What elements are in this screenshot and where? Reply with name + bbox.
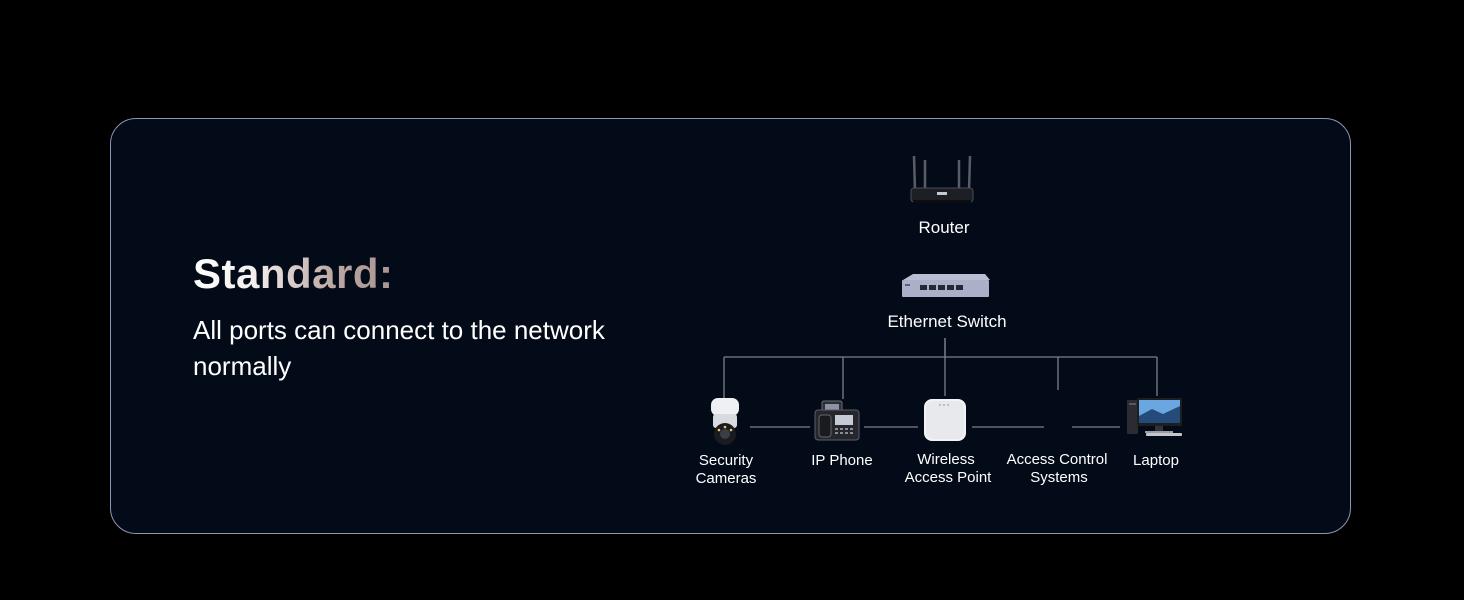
connector-lines bbox=[723, 338, 1158, 428]
wireless-access-point-icon bbox=[924, 399, 966, 441]
page-title: Standard: bbox=[193, 250, 394, 297]
device-label-ap-line2: Access Point bbox=[905, 469, 993, 486]
device-label-access-line1: Access Control bbox=[1007, 451, 1108, 468]
ethernet-switch-icon bbox=[902, 274, 990, 297]
device-label-phone-line1: IP Phone bbox=[811, 452, 872, 469]
device-label-camera-line2: Cameras bbox=[696, 470, 757, 487]
switch-label: Ethernet Switch bbox=[887, 312, 1006, 331]
device-label-camera-line1: Security bbox=[699, 452, 754, 469]
device-label-access-line2: Systems bbox=[1030, 469, 1088, 486]
ip-phone-icon bbox=[814, 400, 860, 441]
router-icon bbox=[910, 155, 974, 203]
page-subtitle: All ports can connect to the network nor… bbox=[193, 315, 605, 381]
router-label: Router bbox=[918, 218, 969, 237]
device-label-laptop-line1: Laptop bbox=[1133, 452, 1179, 469]
security-camera-icon bbox=[711, 398, 739, 445]
device-label-ap-line1: Wireless bbox=[917, 451, 975, 468]
content-panel bbox=[110, 118, 1351, 534]
laptop-icon bbox=[1127, 398, 1182, 436]
access-control-icon bbox=[1044, 398, 1072, 436]
